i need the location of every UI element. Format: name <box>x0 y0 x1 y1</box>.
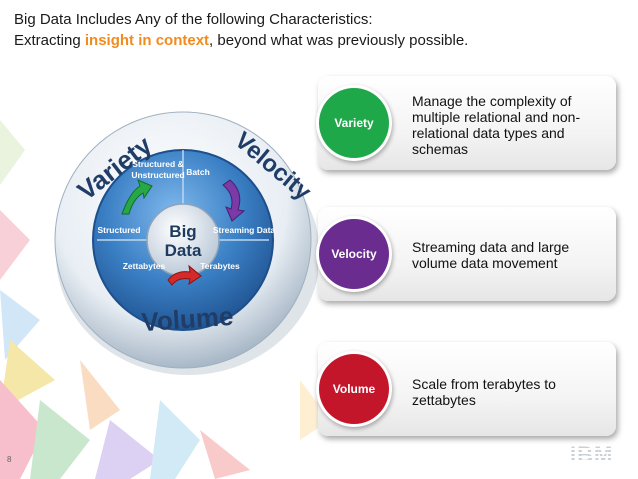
ibm-logo: IBM <box>570 442 614 467</box>
title-line2: Extracting insight in context, beyond wh… <box>14 30 614 51</box>
segment-streaming: Streaming Data <box>213 225 276 235</box>
variety-arrow-icon <box>121 179 153 215</box>
title-line2-prefix: Extracting <box>14 32 85 49</box>
title-highlight: insight in context <box>84 32 210 49</box>
slide-title: Big Data Includes Any of the following C… <box>14 9 614 51</box>
segment-zettabytes: Zettabytes <box>123 261 166 271</box>
card-velocity: Velocity Streaming data and large volume… <box>318 207 616 301</box>
card-velocity-text: Streaming data and large volume data mov… <box>412 239 570 271</box>
card-variety: Variety Manage the complexity of multipl… <box>318 76 616 170</box>
card-volume-text: Scale from terabytes to zettabytes <box>412 376 556 408</box>
card-variety-text: Manage the complexity of multiple relati… <box>412 93 581 157</box>
wheel-center-line2: Data <box>165 241 202 260</box>
title-line2-suffix: , beyond what was previously possible. <box>209 32 469 49</box>
title-line1: Big Data Includes Any of the following C… <box>14 11 373 28</box>
segment-structured-unstructured-1: Structured & <box>132 159 183 169</box>
card-variety-badge: Variety <box>319 88 389 158</box>
arc-label-volume: Volume <box>140 301 234 337</box>
segment-structured-unstructured-2: Unstructured <box>131 170 184 180</box>
page-number: 8 <box>7 455 12 464</box>
card-volume-badge: Volume <box>319 354 389 424</box>
card-volume: Volume Scale from terabytes to zettabyte… <box>318 342 616 436</box>
volume-arrow-icon <box>167 264 202 286</box>
card-velocity-badge: Velocity <box>319 219 389 289</box>
card-variety-label: Variety <box>334 116 374 130</box>
big-data-wheel: Big Data Structured & Unstructured Batch… <box>54 111 320 375</box>
velocity-arrow-icon <box>222 179 246 222</box>
segment-batch: Batch <box>186 167 210 177</box>
wheel-center-line1: Big <box>169 222 196 241</box>
segment-structured: Structured <box>98 225 141 235</box>
segment-terabytes: Terabytes <box>200 261 240 271</box>
card-volume-label: Volume <box>332 382 376 396</box>
card-velocity-label: Velocity <box>331 247 377 261</box>
